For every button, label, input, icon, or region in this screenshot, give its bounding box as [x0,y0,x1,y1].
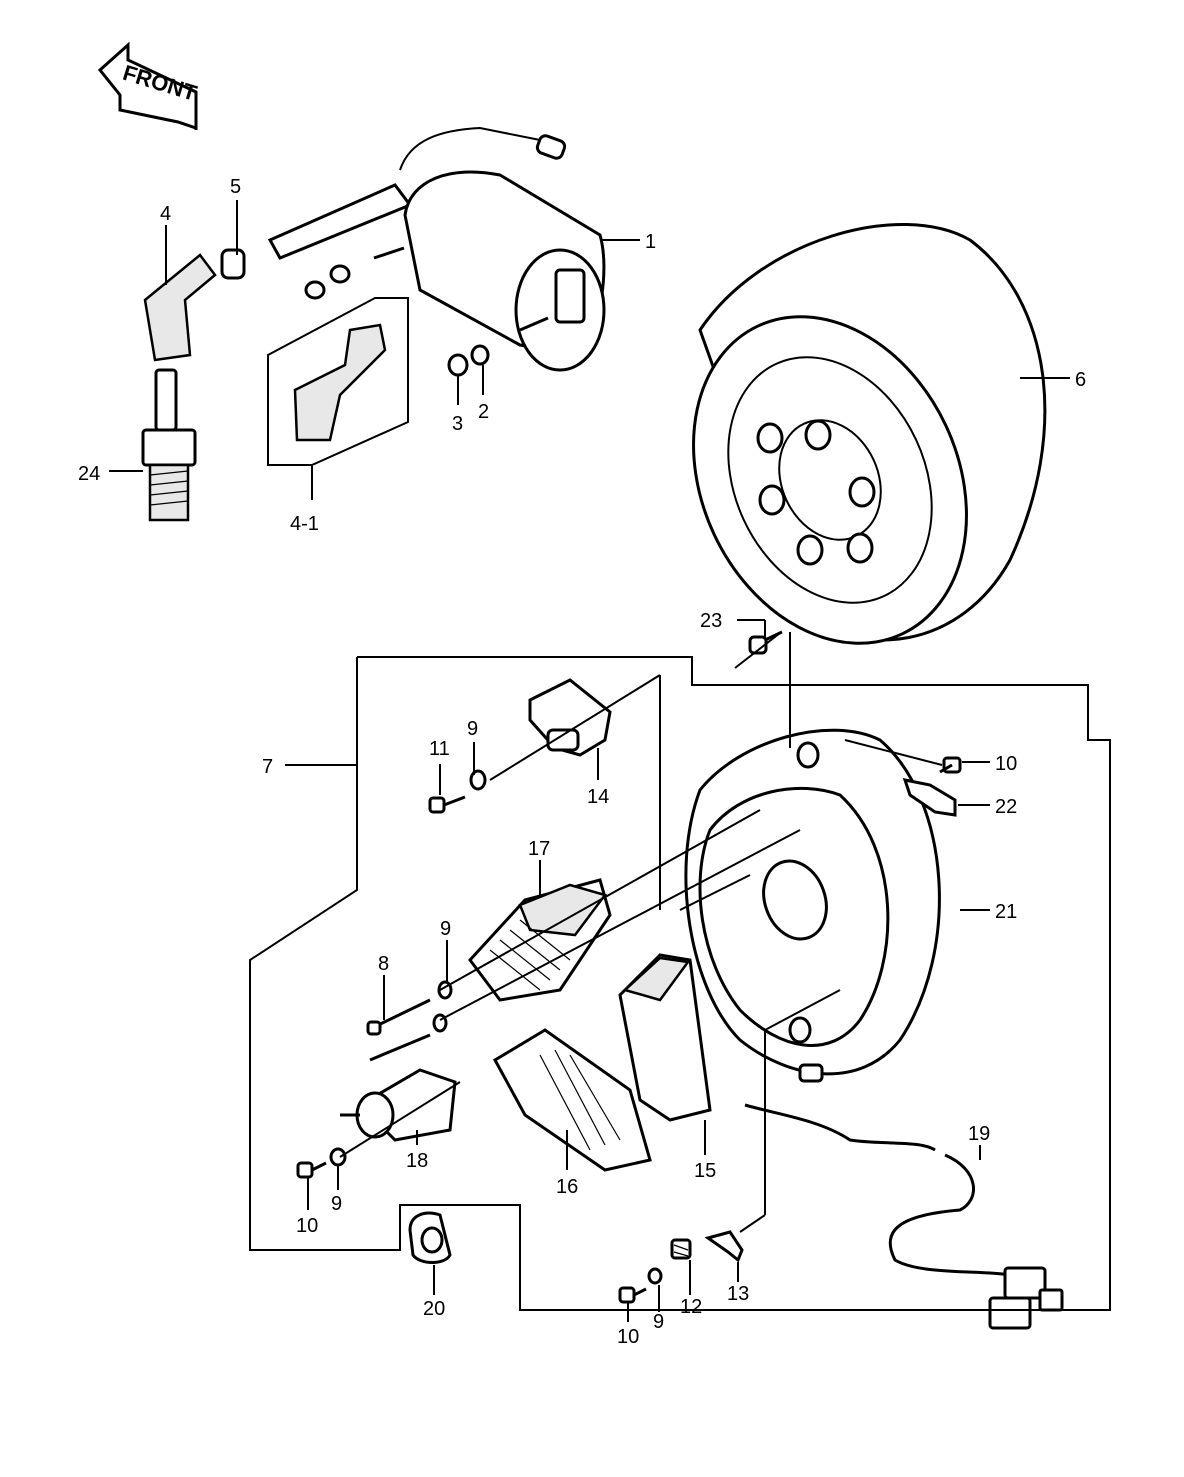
callout-18: 18 [406,1150,428,1172]
ignition-coil [267,126,606,372]
callout-4: 4 [160,203,171,225]
callout-2: 2 [478,401,489,423]
callout-10-left: 10 [296,1215,318,1237]
screw-11 [428,769,487,814]
callout-9-bottom: 9 [653,1311,664,1333]
coil-washers [304,264,490,377]
callout-8: 8 [378,953,389,975]
callout-23: 23 [700,610,722,632]
contact-spring [670,1238,692,1260]
spark-plug-cap [143,248,246,362]
callout-9-middle: 9 [440,918,451,940]
callout-20: 20 [423,1298,445,1320]
callout-13: 13 [727,1283,749,1305]
screw-10-bottom [618,1267,663,1304]
charging-coil-15 [618,953,712,1122]
callout-leaders [109,200,1070,1322]
callout-1: 1 [645,231,656,253]
contact-bracket [704,1230,744,1263]
stator-plate [684,728,941,1076]
callout-9-top: 9 [467,718,478,740]
callout-12: 12 [680,1296,702,1318]
callout-15: 15 [694,1160,716,1182]
grommet [408,1211,452,1264]
callout-22: 22 [995,796,1017,818]
callout-4-1: 4-1 [290,513,319,535]
callout-labels: 1 2 3 4 4-1 5 6 7 8 9 9 9 9 10 10 10 11 … [78,176,1086,1348]
assembly-7-outline [249,656,1111,1311]
callout-16: 16 [556,1176,578,1198]
pickup-coil [528,678,612,757]
charging-coil-16 [492,1028,652,1172]
callout-10-bottom: 10 [617,1326,639,1348]
charging-coil-17 [468,878,612,1002]
callout-6: 6 [1075,369,1086,391]
callout-17: 17 [528,838,550,860]
wiring-harness [744,1063,1064,1330]
spark-plug [141,368,197,522]
stator-bolts [366,980,453,1062]
flywheel-rotor [692,222,1047,645]
callout-10-right: 10 [995,753,1017,775]
callout-19: 19 [968,1123,990,1145]
callout-3: 3 [452,413,463,435]
plug-cap-detail-box [267,297,409,466]
stator-bracket [902,756,962,817]
callout-11: 11 [429,738,450,760]
callout-14: 14 [587,786,609,808]
callout-5: 5 [230,176,241,198]
callout-9-lower: 9 [331,1193,342,1215]
callout-21: 21 [995,901,1017,923]
assembly-guide-lines [339,632,943,1233]
condenser [340,1068,457,1142]
screw-10-left [296,1147,347,1179]
front-arrow-icon: FRONT [97,41,200,131]
callout-24: 24 [78,463,100,485]
callout-7: 7 [262,756,273,778]
